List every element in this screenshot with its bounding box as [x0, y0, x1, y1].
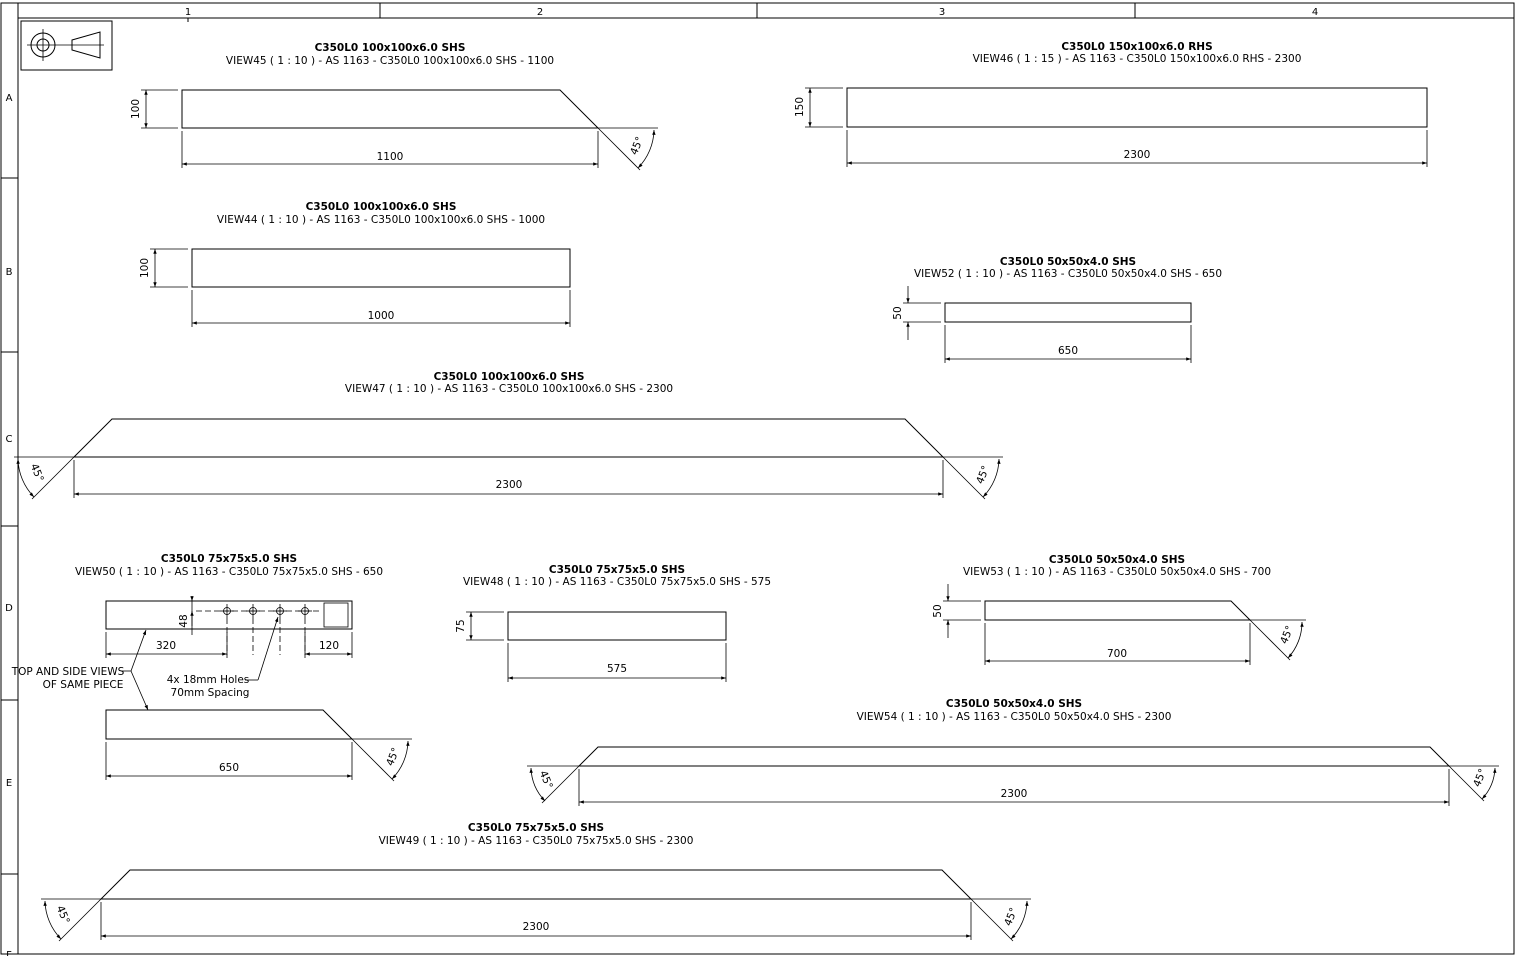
- view-47-profile: [72, 418, 945, 458]
- view-48-title: C350L0 75x75x5.0 SHS: [549, 564, 685, 576]
- view-45-profile: [181, 89, 600, 129]
- view-47-angle-right-dim: 45°: [974, 464, 992, 486]
- view-48-height-dim: 75: [455, 619, 467, 632]
- view-53-height-dim: 50: [932, 604, 944, 617]
- row-zone-b: B: [6, 267, 13, 278]
- view-48-caption: VIEW48 ( 1 : 10 ) - AS 1163 - C350L0 75x…: [463, 576, 771, 588]
- view-47-caption: VIEW47 ( 1 : 10 ) - AS 1163 - C350L0 100…: [345, 383, 673, 395]
- view-50-hole-offset-dim: 48: [178, 614, 190, 627]
- view-50-top-profile: [105, 600, 353, 630]
- view-53-caption: VIEW53 ( 1 : 10 ) - AS 1163 - C350L0 50x…: [963, 566, 1271, 578]
- view-45-height-dim: 100: [130, 99, 142, 119]
- view-44-length-dim: 1000: [368, 310, 395, 322]
- row-zone-c: C: [6, 434, 13, 445]
- view-46-length-dim: 2300: [1124, 149, 1151, 161]
- view-50-side-profile: [105, 709, 354, 740]
- view-44-height-dim: 100: [139, 258, 151, 278]
- view-45-title: C350L0 100x100x6.0 SHS: [315, 42, 466, 54]
- view-47-title: C350L0 100x100x6.0 SHS: [434, 371, 585, 383]
- view-49-caption: VIEW49 ( 1 : 10 ) - AS 1163 - C350L0 75x…: [379, 835, 694, 847]
- row-zone-e: E: [6, 778, 12, 789]
- view-50-note-views-line-1: TOP AND SIDE VIEWS: [11, 666, 125, 678]
- col-zone-4: 4: [1312, 7, 1318, 18]
- view-52-caption: VIEW52 ( 1 : 10 ) - AS 1163 - C350L0 50x…: [914, 268, 1222, 280]
- view-46-height-dim: 150: [794, 97, 806, 117]
- view-49-title: C350L0 75x75x5.0 SHS: [468, 822, 604, 834]
- view-46-profile: [846, 87, 1428, 128]
- view-45-length-dim: 1100: [377, 151, 404, 163]
- view-44: C350L0 100x100x6.0 SHS VIEW44 ( 1 : 10 )…: [139, 201, 571, 327]
- view-50-length-dim: 650: [219, 762, 239, 774]
- view-53-title: C350L0 50x50x4.0 SHS: [1049, 554, 1185, 566]
- view-46-caption: VIEW46 ( 1 : 15 ) - AS 1163 - C350L0 150…: [973, 53, 1302, 65]
- third-angle-projection-icon: [20, 20, 113, 71]
- view-50-angle-dim: 45°: [384, 746, 402, 768]
- view-44-profile: [191, 248, 571, 288]
- view-45: C350L0 100x100x6.0 SHS VIEW45 ( 1 : 10 )…: [130, 42, 658, 171]
- view-50-right-offset-dim: 120: [319, 640, 339, 652]
- view-50-note-holes-line-2: 70mm Spacing: [171, 687, 250, 699]
- view-52-height-dim: 50: [892, 306, 904, 319]
- view-48-length-dim: 575: [607, 663, 627, 675]
- view-50: C350L0 75x75x5.0 SHS VIEW50 ( 1 : 10 ) -…: [11, 553, 412, 782]
- view-54-title: C350L0 50x50x4.0 SHS: [946, 698, 1082, 710]
- view-54: C350L0 50x50x4.0 SHS VIEW54 ( 1 : 10 ) -…: [527, 698, 1499, 806]
- view-49-angle-right-dim: 45°: [1002, 906, 1020, 928]
- view-49-profile: [99, 869, 973, 900]
- view-50-note-views-line-2: OF SAME PIECE: [43, 679, 124, 691]
- col-zone-2: 2: [537, 7, 543, 18]
- view-53-angle-dim: 45°: [1278, 624, 1296, 646]
- view-44-title: C350L0 100x100x6.0 SHS: [306, 201, 457, 213]
- view-50-caption: VIEW50 ( 1 : 10 ) - AS 1163 - C350L0 75x…: [75, 566, 383, 578]
- view-49: C350L0 75x75x5.0 SHS VIEW49 ( 1 : 10 ) -…: [41, 822, 1031, 942]
- zone-labels: 1 2 3 4 A B C D E F: [5, 7, 1318, 956]
- view-46-title: C350L0 150x100x6.0 RHS: [1061, 41, 1212, 53]
- view-48-profile: [507, 611, 727, 641]
- col-zone-3: 3: [939, 7, 945, 18]
- view-45-caption: VIEW45 ( 1 : 10 ) - AS 1163 - C350L0 100…: [226, 55, 554, 67]
- view-52-profile: [944, 302, 1192, 323]
- view-50-note-holes-line-1: 4x 18mm Holes: [167, 674, 250, 686]
- view-45-angle-dim: 45°: [628, 135, 646, 157]
- row-zone-d: D: [5, 603, 13, 614]
- view-53: C350L0 50x50x4.0 SHS VIEW53 ( 1 : 10 ) -…: [932, 554, 1306, 665]
- view-53-profile: [984, 600, 1252, 621]
- view-50-title: C350L0 75x75x5.0 SHS: [161, 553, 297, 565]
- view-44-caption: VIEW44 ( 1 : 10 ) - AS 1163 - C350L0 100…: [217, 214, 545, 226]
- row-zone-a: A: [6, 93, 13, 104]
- view-52-title: C350L0 50x50x4.0 SHS: [1000, 256, 1136, 268]
- view-52-length-dim: 650: [1058, 345, 1078, 357]
- view-49-angle-left-dim: 45°: [54, 904, 72, 926]
- view-54-profile: [577, 746, 1451, 767]
- view-54-angle-right-dim: 45°: [1471, 767, 1489, 789]
- view-47-length-dim: 2300: [496, 479, 523, 491]
- view-50-left-offset-dim: 320: [156, 640, 176, 652]
- view-54-caption: VIEW54 ( 1 : 10 ) - AS 1163 - C350L0 50x…: [857, 711, 1172, 723]
- view-47: C350L0 100x100x6.0 SHS VIEW47 ( 1 : 10 )…: [14, 371, 1003, 500]
- row-zone-f: F: [6, 950, 12, 956]
- view-48: C350L0 75x75x5.0 SHS VIEW48 ( 1 : 10 ) -…: [455, 564, 771, 682]
- view-52: C350L0 50x50x4.0 SHS VIEW52 ( 1 : 10 ) -…: [892, 256, 1222, 363]
- view-54-length-dim: 2300: [1001, 788, 1028, 800]
- view-49-length-dim: 2300: [523, 921, 550, 933]
- view-54-angle-left-dim: 45°: [537, 769, 555, 791]
- view-50-section: [323, 602, 349, 628]
- view-53-length-dim: 700: [1107, 648, 1127, 660]
- view-46: C350L0 150x100x6.0 RHS VIEW46 ( 1 : 15 )…: [794, 41, 1428, 167]
- view-47-angle-left-dim: 45°: [28, 462, 46, 484]
- col-zone-1: 1: [185, 7, 191, 18]
